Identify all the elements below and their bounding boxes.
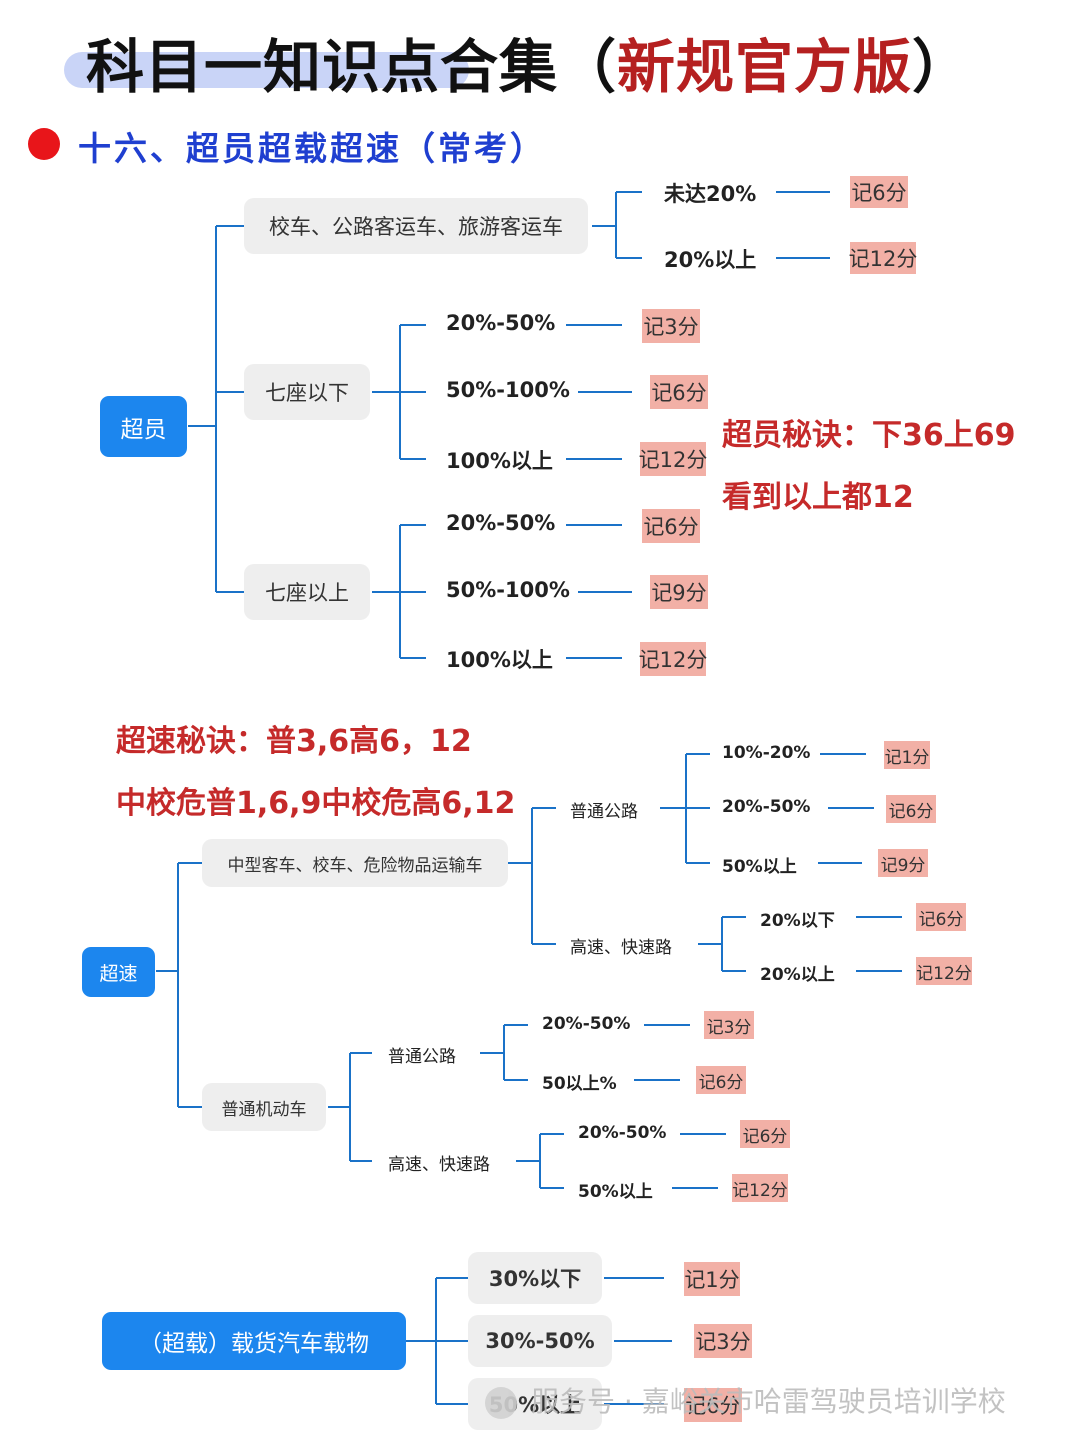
range-label: 20%-50% [446,511,556,535]
medium-vehicle-category: 中型客车、校车、危险物品运输车 [202,839,508,887]
under-seven-category: 七座以下 [244,364,370,420]
overload-tip-line2: 看到以上都12 [722,480,914,515]
range-label: 50%-100% [446,378,570,402]
points-badge: 记1分 [684,1262,740,1296]
title-end: ） [912,33,972,101]
points-badge: 记6分 [684,1388,742,1422]
road-type-label: 普通公路 [570,802,638,822]
range-label: 50%以上 [722,857,797,877]
range-label: 100%以上 [446,449,553,473]
range-label: 20%-50% [578,1123,667,1143]
section-heading: 十六、超员超载超速（常考） [78,129,546,168]
range-label: 未达20% [664,182,757,206]
range-label: 50%以上 [578,1182,653,1202]
points-badge: 记3分 [704,1011,754,1039]
range-label: 20%-50% [542,1014,631,1034]
section-bullet [28,128,60,160]
range-label: 20%-50% [446,311,556,335]
speeding-root: 超速 [82,947,155,997]
points-badge: 记12分 [916,957,972,985]
range-label: 30%以下 [468,1252,602,1304]
points-badge: 记6分 [650,375,708,409]
range-label: 20%以下 [760,911,835,931]
title-highlight [64,52,469,88]
points-badge: 记3分 [694,1324,752,1358]
speeding-tip-line2: 中校危普1,6,9中校危高6,12 [116,786,516,821]
overload-cargo-root: （超载）载货汽车载物 [102,1312,406,1370]
regular-vehicle-category: 普通机动车 [202,1083,326,1131]
page-title: 科目一知识点合集（新规官方版） [86,20,971,104]
road-type-label: 高速、快速路 [388,1155,490,1175]
points-badge: 记6分 [740,1120,790,1148]
wechat-icon [485,1387,517,1419]
overload-people-root: 超员 [100,396,187,457]
overload-tip-line1: 超员秘诀：下36上69 [722,418,1016,453]
range-label: 50%-100% [446,578,570,602]
points-badge: 记9分 [878,849,928,877]
title-main: 科目一知识点合集（ [86,33,618,101]
points-badge: 记6分 [916,903,966,931]
points-badge: 记12分 [732,1174,788,1202]
range-label: 50以上% [542,1074,617,1094]
points-badge: 记6分 [642,509,700,543]
speeding-tip-line1: 超速秘诀：普3,6高6，12 [116,724,472,759]
points-badge: 记12分 [849,242,917,274]
points-badge: 记3分 [642,309,700,343]
range-label: 30%-50% [468,1315,612,1367]
title-highlight-text: 新规官方版 [617,33,913,101]
watermark: 服务号 · 嘉峪关市哈雷驾驶员培训学校 [485,1380,1006,1420]
road-type-label: 普通公路 [388,1047,456,1067]
road-type-label: 高速、快速路 [570,938,672,958]
points-badge: 记9分 [650,575,708,609]
points-badge: 记12分 [639,442,707,476]
range-label: 100%以上 [446,648,553,672]
watermark-text: 服务号 · 嘉峪关市哈雷驾驶员培训学校 [531,1385,1006,1418]
points-badge: 记12分 [639,642,707,676]
over-seven-category: 七座以上 [244,564,370,620]
range-label: 20%以上 [664,248,757,272]
range-label: 20%以上 [760,965,835,985]
points-badge: 记6分 [886,795,936,823]
points-badge: 记6分 [850,176,908,208]
bus-category: 校车、公路客运车、旅游客运车 [244,198,588,254]
range-label: 20%-50% [722,797,811,817]
points-badge: 记1分 [884,741,930,769]
points-badge: 记6分 [696,1066,746,1094]
range-label: 10%-20% [722,743,811,763]
